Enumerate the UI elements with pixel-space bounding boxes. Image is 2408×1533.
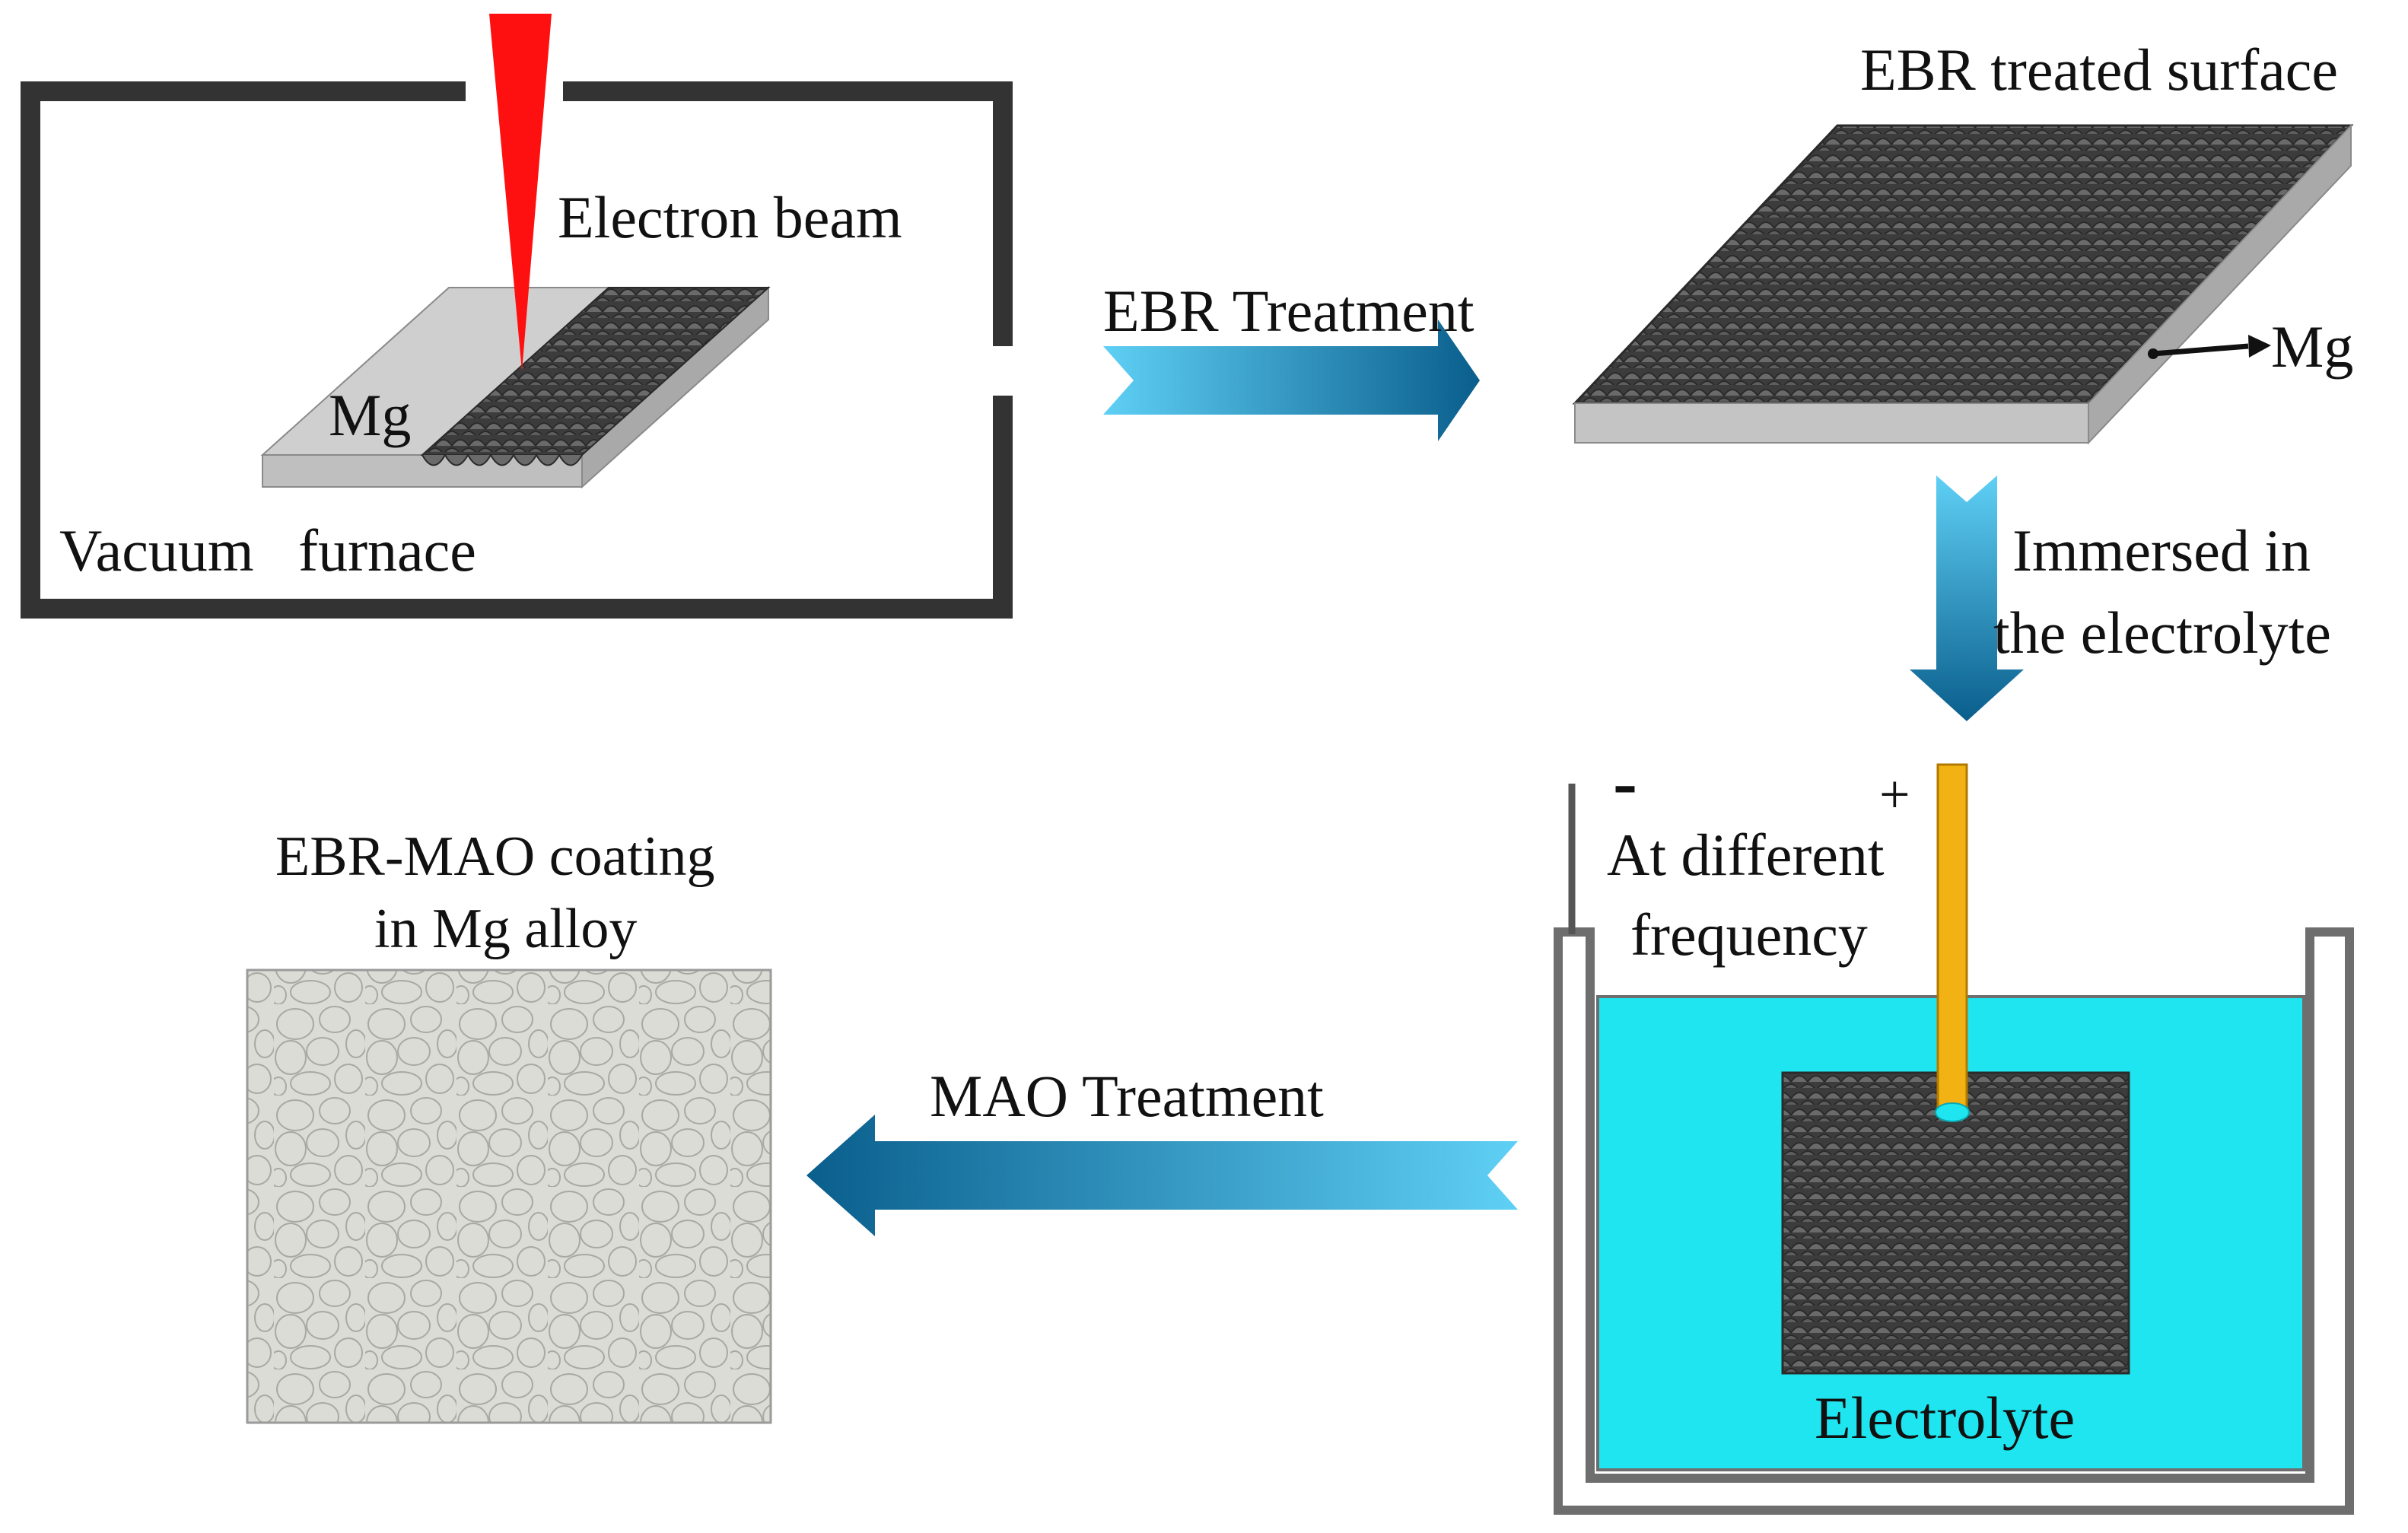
ebr-treatment-label: EBR Treatment (1103, 278, 1474, 344)
coating-label-line2: in Mg alloy (374, 898, 637, 960)
mg-substrate-label: Mg (2271, 313, 2353, 380)
mg-side-face (2088, 123, 2352, 445)
coating-label-line1: EBR-MAO coating (275, 825, 715, 888)
anode-rod (1936, 763, 1968, 1108)
electrolyte-label: Electrolyte (1815, 1385, 2075, 1451)
furnace-wall-top-right (563, 81, 1013, 346)
ebr-treatment-arrow: EBR Treatment (1103, 278, 1480, 441)
mg-front-face (1574, 402, 2089, 444)
electron-beam (489, 14, 552, 371)
coating-sample (246, 968, 772, 1424)
ebr-mao-coating: EBR-MAO coating in Mg alloy (246, 825, 772, 1424)
frequency-label-line2: frequency (1630, 902, 1868, 968)
electrolysis-tank: - + At different frequency Electrolyte (1554, 741, 2354, 1515)
mg-sample-slab (260, 285, 771, 489)
tank-outer-wall (1554, 927, 2354, 1515)
immersed-sample (1781, 1071, 2130, 1375)
plus-sign: + (1879, 764, 1910, 825)
vacuum-furnace: Electron beam Mg Vacuum furnace (21, 14, 1013, 619)
vacuum-furnace-label: Vacuum furnace (59, 517, 476, 584)
ebr-treated-surface-label: EBR treated surface (1860, 37, 2338, 103)
mg-sample-label: Mg (329, 382, 411, 448)
furnace-wall (21, 81, 1013, 619)
mao-treatment-label: MAO Treatment (930, 1063, 1324, 1129)
mao-treatment-arrow: MAO Treatment (806, 1063, 1518, 1236)
electron-beam-label: Electron beam (558, 184, 902, 250)
ebr-treated-surface: EBR treated surface Mg (1572, 37, 2354, 445)
immersed-arrow: Immersed in the electrolyte (1910, 475, 2331, 721)
minus-sign: - (1613, 741, 1637, 822)
immersed-label-line1: Immersed in (2012, 517, 2311, 584)
frequency-label-line1: At different (1607, 822, 1885, 888)
immersed-label-line2: the electrolyte (1993, 600, 2331, 666)
